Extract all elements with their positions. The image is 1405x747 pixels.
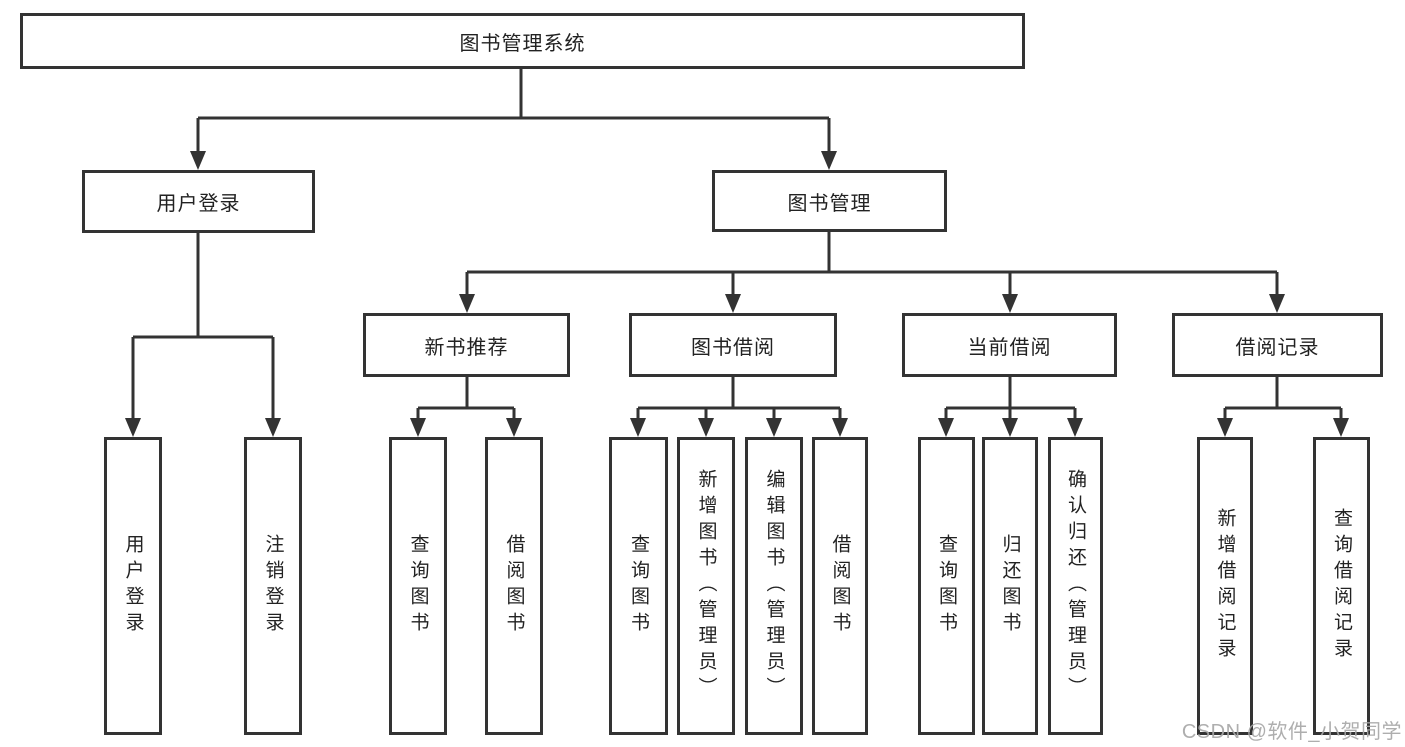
csdn-watermark: CSDN @软件_小贺同学 [1181, 721, 1402, 743]
leaf-borrow-books-recommend: 借阅图书 [485, 437, 543, 735]
leaf-user-login-label: 用户登录 [122, 534, 144, 638]
node-current-borrow: 当前借阅 [902, 313, 1117, 377]
node-book-borrow-label: 图书借阅 [691, 336, 775, 359]
node-root-label: 图书管理系统 [459, 32, 586, 55]
leaf-return-books-label: 归还图书 [999, 534, 1021, 638]
node-user-login: 用户登录 [82, 170, 315, 233]
leaf-query-books-current: 查询图书 [918, 437, 975, 735]
connector-borrow-record-to-leaves [1217, 377, 1349, 437]
node-borrow-record-label: 借阅记录 [1235, 336, 1320, 359]
leaf-query-books-current-label: 查询图书 [936, 534, 957, 638]
leaf-borrow-books: 借阅图书 [812, 437, 868, 735]
node-root-library-system: 图书管理系统 [20, 13, 1025, 69]
leaf-return-books: 归还图书 [982, 437, 1038, 735]
connector-new-book-to-leaves [410, 377, 522, 437]
leaf-query-books-borrow-label: 查询图书 [628, 534, 649, 638]
leaf-query-books-borrow: 查询图书 [609, 437, 668, 735]
connector-book-borrow-to-leaves [630, 377, 848, 437]
node-new-book-recommend: 新书推荐 [363, 313, 570, 377]
leaf-query-books-recommend: 查询图书 [389, 437, 447, 735]
node-borrow-record: 借阅记录 [1172, 313, 1383, 377]
connector-root-to-level2 [190, 69, 837, 170]
leaf-add-borrow-record-label: 新增借阅记录 [1214, 508, 1236, 664]
leaf-logout-login: 注销登录 [244, 437, 302, 735]
leaf-confirm-return-admin-label: 确认归还（管理员） [1065, 469, 1086, 703]
leaf-add-books-admin-label: 新增图书（管理员） [695, 469, 717, 703]
connector-book-management-to-level3 [459, 232, 1285, 313]
connector-user-login-to-leaves [125, 233, 281, 437]
leaf-borrow-books-label: 借阅图书 [829, 534, 851, 638]
node-current-borrow-label: 当前借阅 [967, 336, 1052, 359]
leaf-edit-books-admin: 编辑图书（管理员） [745, 437, 803, 735]
node-new-book-recommend-label: 新书推荐 [424, 336, 509, 359]
leaf-add-books-admin: 新增图书（管理员） [677, 437, 735, 735]
leaf-borrow-books-recommend-label: 借阅图书 [503, 534, 525, 638]
leaf-query-borrow-record-label: 查询借阅记录 [1331, 508, 1352, 664]
node-book-management-label: 图书管理 [787, 192, 872, 215]
leaf-user-login: 用户登录 [104, 437, 162, 735]
node-book-borrow: 图书借阅 [629, 313, 837, 377]
leaf-query-books-recommend-label: 查询图书 [407, 534, 429, 638]
node-book-management: 图书管理 [712, 170, 947, 232]
node-user-login-label: 用户登录 [156, 193, 241, 215]
leaf-confirm-return-admin: 确认归还（管理员） [1048, 437, 1103, 735]
connector-current-borrow-to-leaves [938, 377, 1083, 437]
leaf-edit-books-admin-label: 编辑图书（管理员） [763, 469, 785, 703]
leaf-add-borrow-record: 新增借阅记录 [1197, 437, 1253, 735]
leaf-logout-login-label: 注销登录 [262, 534, 284, 638]
leaf-query-borrow-record: 查询借阅记录 [1313, 437, 1370, 735]
